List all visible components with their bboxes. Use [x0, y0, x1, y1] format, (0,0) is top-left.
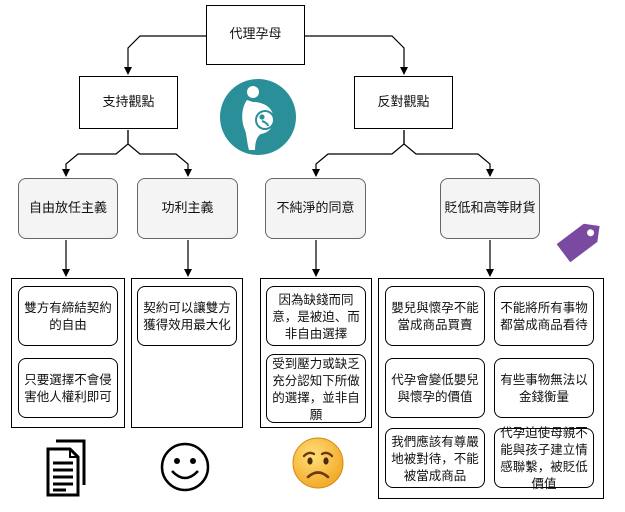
argument-card: 因為缺錢而同意，是被迫、而非自由選擇 — [266, 286, 366, 346]
argument-card: 代孕會變低嬰兒與懷孕的價值 — [385, 358, 485, 418]
category-label: 自由放任主義 — [28, 200, 107, 216]
category-utilitarianism: 功利主義 — [137, 178, 238, 239]
argument-card: 我們應該有尊嚴地被對待，不能被當成商品 — [385, 428, 485, 488]
price-tag-icon — [556, 223, 600, 263]
edge-root-oppose — [305, 35, 408, 75]
argument-card: 代孕迫使母親不能與孩子建立情感聯繫，被貶低價值 — [494, 425, 594, 491]
edge-support-libertarian — [62, 130, 129, 177]
argument-card: 嬰兒與懷孕不能當成商品買賣 — [385, 286, 485, 346]
document-icon — [46, 439, 86, 497]
support-label: 支持觀點 — [102, 94, 155, 110]
category-label: 不純淨的同意 — [276, 200, 355, 216]
frowning-face-emoji-icon — [292, 437, 344, 489]
edge-support-utilitarian — [127, 130, 192, 177]
support-node: 支持觀點 — [79, 76, 178, 129]
argument-card: 受到壓力或缺乏充分認知下所做的選擇，並非自願 — [266, 354, 366, 423]
oppose-node: 反對觀點 — [354, 76, 453, 129]
argument-card: 契約可以讓雙方獲得效用最大化 — [137, 286, 237, 346]
argument-card: 有些事物無法以金錢衡量 — [494, 358, 594, 418]
pregnancy-logo-icon — [220, 79, 296, 155]
category-libertarianism: 自由放任主義 — [18, 178, 118, 239]
category-degradation-higher-goods: 貶低和高等財貨 — [440, 178, 540, 239]
category-label: 貶低和高等財貨 — [444, 200, 536, 216]
argument-card: 雙方有締結契約的自由 — [18, 286, 118, 346]
category-impure-consent: 不純淨的同意 — [265, 178, 366, 239]
edge-root-support — [124, 35, 206, 75]
category-label: 功利主義 — [161, 200, 214, 216]
root-label: 代理孕母 — [229, 27, 282, 42]
smiley-face-icon — [160, 442, 210, 492]
root-node: 代理孕母 — [206, 5, 305, 65]
edge-oppose-consent — [312, 130, 405, 177]
edge-oppose-goods — [403, 130, 494, 177]
argument-card: 只要選擇不會侵害他人權利即可 — [18, 358, 118, 418]
oppose-label: 反對觀點 — [377, 94, 430, 110]
argument-card: 不能將所有事物都當成商品看待 — [494, 286, 594, 346]
